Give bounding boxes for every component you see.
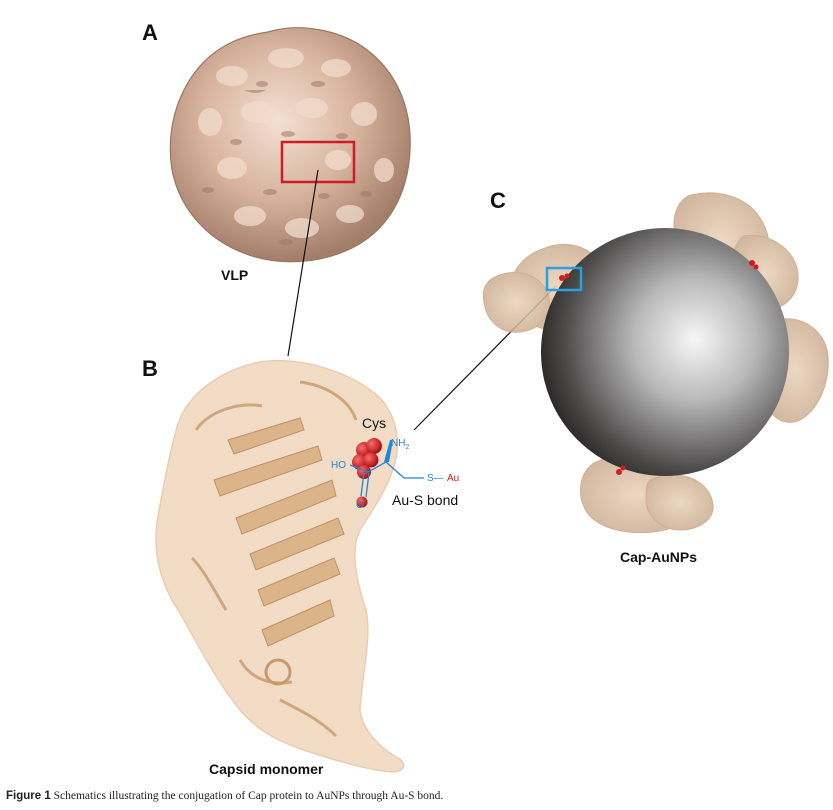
figure-caption: Figure 1 Schematics illustrating the con…	[6, 790, 826, 802]
cys-contact-dots	[559, 260, 759, 475]
chem-structure	[349, 440, 424, 498]
panel-c-label: Cap-AuNPs	[620, 549, 697, 565]
caption-text: Schematics illustrating the conjugation …	[53, 790, 444, 802]
panel-c: C Cap-AuNPs	[482, 188, 829, 565]
panel-c-letter: C	[490, 188, 506, 213]
panel-a-letter: A	[142, 20, 158, 45]
panel-a: A	[142, 20, 411, 283]
amine-label: NH2	[391, 438, 409, 451]
gold-nanoparticle	[541, 228, 789, 476]
thiol-link-label: S—	[427, 473, 444, 484]
panel-b-label: Capsid monomer	[209, 761, 324, 777]
gold-symbol: Au	[447, 473, 459, 484]
vlp-highlight-box	[280, 140, 356, 184]
vlp-capsid	[169, 27, 411, 263]
aunp-highlight-box	[545, 266, 583, 292]
caption-prefix: Figure 1	[6, 790, 51, 802]
panel-b-letter: B	[142, 356, 158, 381]
connector-a-b	[287, 169, 319, 357]
protein-surface	[155, 360, 405, 773]
hydroxyl-label: HO	[331, 460, 346, 471]
panel-a-label: VLP	[221, 267, 248, 283]
cys-label: Cys	[362, 415, 386, 431]
bond-label: Au-S bond	[392, 492, 458, 508]
oxygen-label: O	[356, 500, 364, 511]
panel-b: B	[142, 356, 459, 777]
